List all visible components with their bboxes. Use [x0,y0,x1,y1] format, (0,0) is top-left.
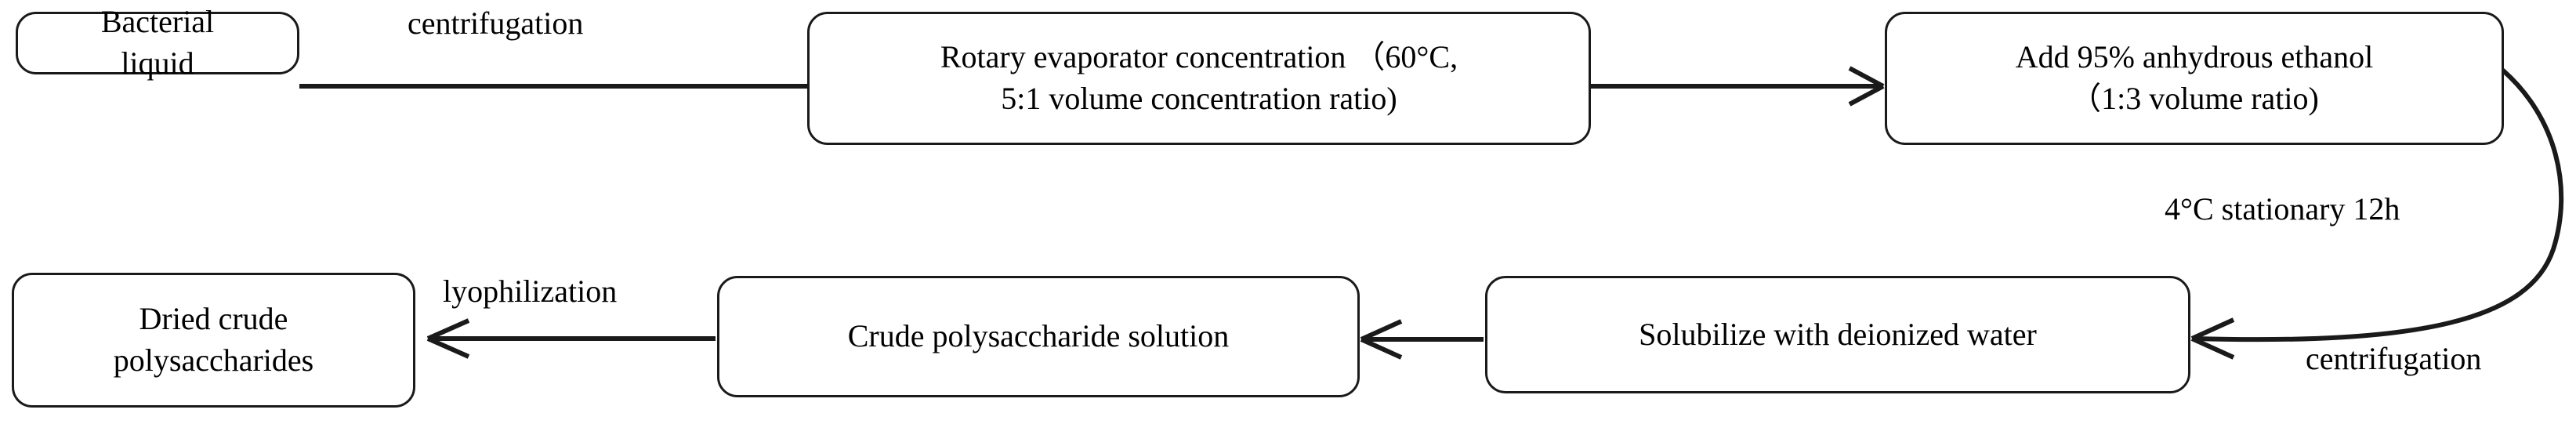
edge-label-lyophilization: lyophilization [443,274,618,309]
node-solubilize-deionized-water[interactable]: Solubilize with deionized water [1485,276,2190,393]
node-rotary-evaporator-concentration[interactable]: Rotary evaporator concentration （60°C, 5… [807,12,1591,145]
edge-label-centrifugation-right: centrifugation [2306,341,2482,376]
node-crude-polysaccharide-solution[interactable]: Crude polysaccharide solution [717,276,1360,397]
node-add-anhydrous-ethanol[interactable]: Add 95% anhydrous ethanol （1:3 volume ra… [1885,12,2504,145]
node-dried-crude-polysaccharides[interactable]: Dried crude polysaccharides [12,273,415,408]
node-bacterial-liquid[interactable]: Bacterial liquid [16,4,299,81]
edge-label-stationary-12h: 4°C stationary 12h [2165,191,2400,226]
connector-rotary-to-ethanol [1591,66,1885,107]
connector-solubilize-to-crude [1360,319,1484,360]
edge-label-centrifugation-top: centrifugation [408,5,584,41]
connector-crude-to-dried [426,318,716,359]
